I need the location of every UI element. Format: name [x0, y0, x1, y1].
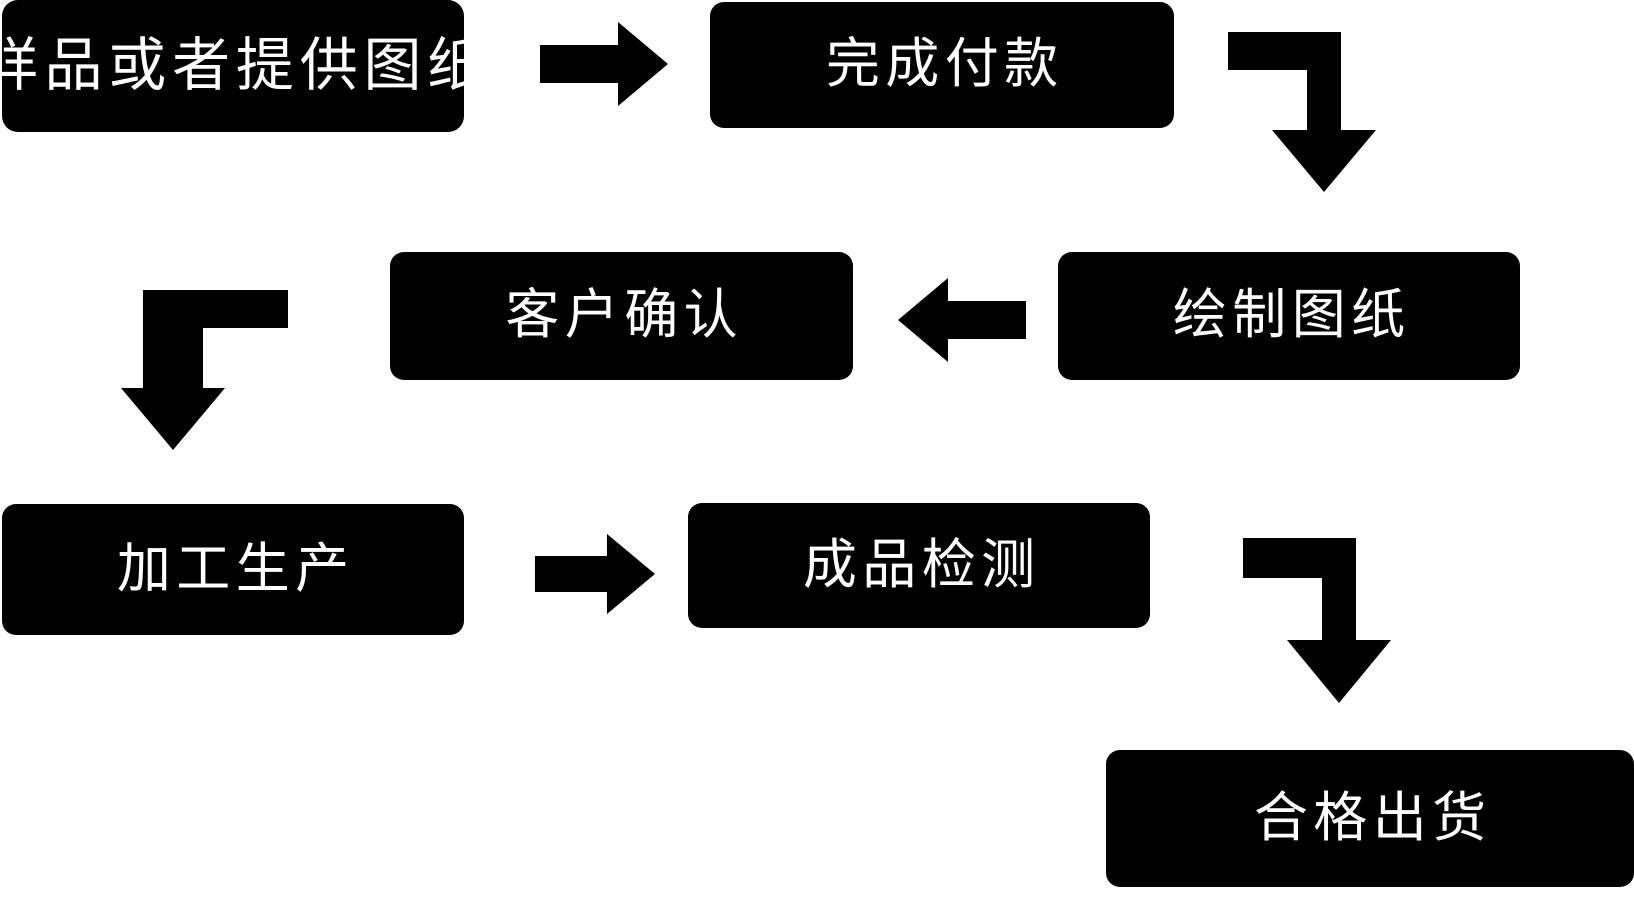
arrow-production-to-inspection [535, 534, 655, 614]
flow-node-drawing-label: 绘制图纸 [1172, 285, 1411, 346]
arrow-inspection-to-shipment [1243, 538, 1413, 703]
flow-node-confirm[interactable]: 客户确认 [390, 252, 853, 380]
arrow-payment-to-drawing [1228, 32, 1398, 192]
flow-node-production[interactable]: 加工生产 [2, 504, 464, 635]
flow-node-confirm-label: 客户确认 [505, 285, 743, 346]
flow-node-drawing[interactable]: 绘制图纸 [1058, 252, 1520, 380]
arrow-confirm-to-production [118, 290, 288, 450]
arrow-drawing-to-confirm [898, 278, 1026, 362]
flow-node-payment[interactable]: 完成付款 [710, 2, 1174, 128]
flow-node-shipment[interactable]: 合格出货 [1106, 750, 1634, 887]
flow-node-inspection[interactable]: 成品检测 [688, 503, 1150, 628]
arrow-sample-to-payment [540, 22, 668, 106]
flow-node-shipment-label: 合格出货 [1253, 787, 1492, 848]
flow-node-sample[interactable]: 样品或者提供图纸 [0, 0, 485, 132]
flow-node-sample-label: 样品或者提供图纸 [0, 33, 492, 99]
flow-node-inspection-label: 成品检测 [802, 534, 1041, 595]
flow-node-production-label: 加工生产 [116, 538, 355, 599]
flow-node-payment-label: 完成付款 [825, 34, 1064, 95]
